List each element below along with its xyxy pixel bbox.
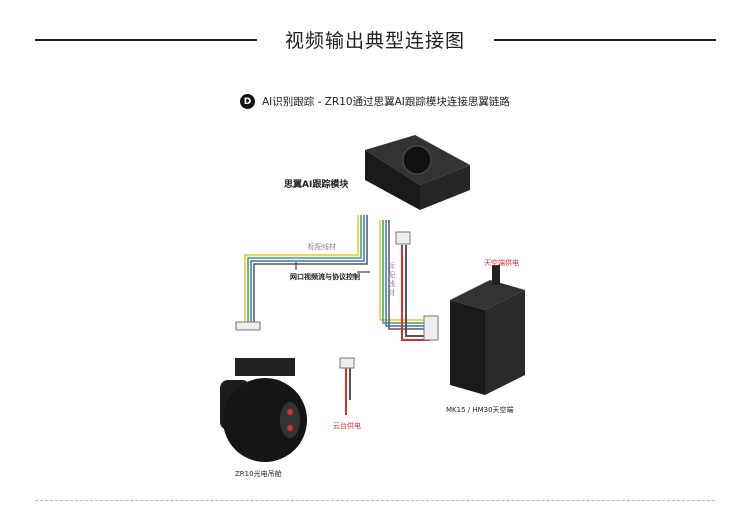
- link-cable: [379, 220, 430, 330]
- gimbal-power-label: 云台供电: [333, 422, 361, 430]
- connector-air-unit: [423, 315, 439, 341]
- title-rule-left: [35, 39, 257, 41]
- ethernet-cable: [244, 215, 368, 322]
- connector-power: [395, 231, 411, 245]
- title-rule-right: [494, 39, 716, 41]
- standard-cable-label-1: 标配线材: [308, 243, 336, 251]
- page-title: 视频输出典型连接图: [284, 30, 465, 52]
- ai-module-image: [365, 135, 470, 210]
- air-unit-image: [450, 265, 525, 395]
- gimbal-image: [220, 358, 307, 462]
- ai-module-label: 思翼AI跟踪模块: [284, 180, 349, 190]
- connector-gimbal: [235, 321, 261, 331]
- air-power-cable: [401, 245, 430, 341]
- subtitle-text: AI识别跟踪 - ZR10通过思翼AI跟踪模块连接思翼链路: [262, 96, 510, 108]
- gimbal-label: ZR10光电吊舱: [235, 470, 282, 478]
- bottom-divider: [35, 500, 715, 501]
- connector-gimbal-power: [339, 357, 355, 369]
- air-unit-label: MK15 / HM30天空端: [446, 406, 514, 414]
- subtitle: D AI识别跟踪 - ZR10通过思翼AI跟踪模块连接思翼链路: [240, 94, 510, 109]
- gimbal-power-cable: [345, 365, 351, 415]
- ethernet-label: 网口视频流与协议控制: [290, 273, 360, 281]
- section-badge: D: [240, 94, 255, 109]
- air-power-label: 天空端供电: [484, 259, 519, 267]
- standard-cable-label-2: 标配线材: [388, 262, 395, 297]
